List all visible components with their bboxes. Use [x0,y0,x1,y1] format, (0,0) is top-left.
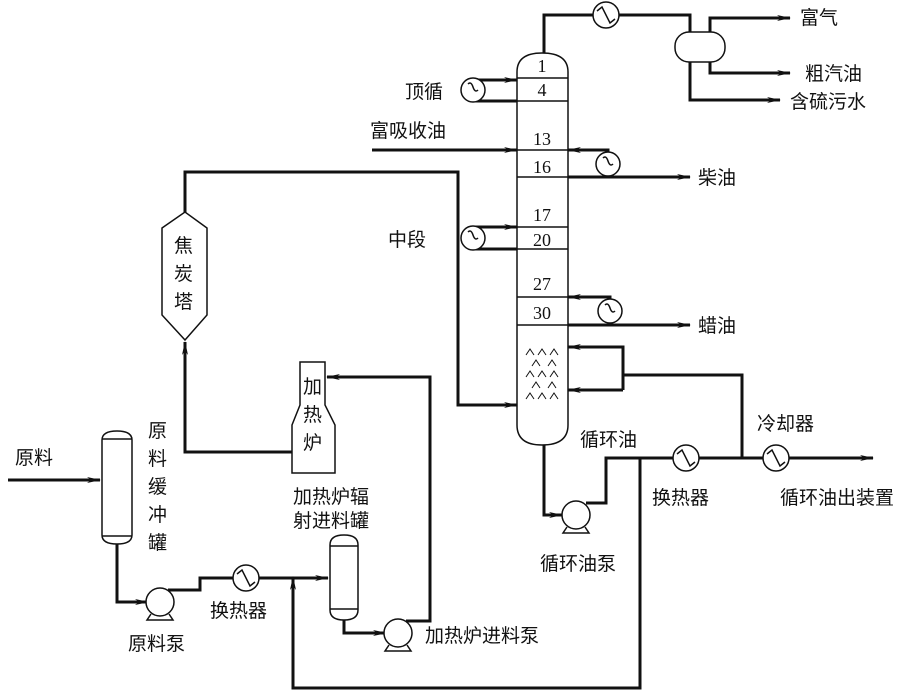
cooler-icon [762,444,790,472]
furnace-label: 加 [303,376,322,398]
feed-buffer-tank-label: 冲 [148,504,167,526]
feed-heat-exchanger-icon [232,564,260,592]
recycle-oil-pump-icon [561,500,591,534]
recycle-oil-label: 循环油 [580,429,637,451]
tray-number: 27 [533,274,551,294]
recycle-oil-out-label: 循环油出装置 [780,487,894,509]
feed-pump-icon [145,587,175,621]
feed-buffer-tank-label: 料 [148,448,167,470]
furnace-feed-pump-label: 加热炉进料泵 [425,625,539,647]
feed-label: 原料 [15,447,53,469]
recycle-heat-exchanger-icon [672,444,700,472]
crude-gasoline-label: 粗汽油 [805,63,862,85]
tray-number: 16 [533,157,551,177]
rich-absorption-oil-label: 富吸收油 [370,120,446,142]
furnace-label: 热 [303,404,322,426]
overhead-condenser-icon [592,1,620,29]
sour-water-label: 含硫污水 [790,91,866,113]
coke-tower-label: 炭 [174,263,193,285]
packing-section [525,348,559,400]
heat-exchanger-label: 换热器 [210,600,267,622]
feed-buffer-tank-label: 原 [148,421,167,442]
tray-number: 30 [533,303,551,323]
wax-oil-exchanger-icon [597,298,623,324]
wax-oil-label: 蜡油 [698,315,736,337]
furnace-feed-pump-icon [383,618,413,652]
coke-tower-label: 焦 [174,235,193,257]
radiant-feed-tank [329,534,359,621]
middle-circulation-exchanger-icon [460,225,486,251]
diesel-exchanger-icon [595,151,621,177]
coke-tower-label: 塔 [174,291,193,313]
diesel-label: 柴油 [698,167,736,189]
tray-number: 4 [538,80,547,100]
tray-number: 17 [533,205,551,225]
furnace-label: 炉 [303,432,322,454]
fractionator-column: 1 4 13 16 17 20 27 30 [516,52,569,446]
feed-pump-label: 原料泵 [128,633,185,655]
feed-buffer-tank-label: 缓 [148,476,167,498]
rich-gas-label: 富气 [800,7,838,29]
coke-tower [161,211,208,342]
tray-number: 20 [533,230,551,250]
heat-exchanger-label: 换热器 [652,487,709,509]
heating-furnace [291,361,336,474]
middle-section-label: 中段 [388,229,426,251]
tray-number: 13 [533,129,551,149]
top-circulation-exchanger-icon [460,77,486,103]
radiant-feed-tank-label: 射进料罐 [293,510,369,532]
cooler-label: 冷却器 [757,413,814,435]
reflux-drum [674,31,726,63]
top-circulation-label: 顶循 [405,81,443,103]
radiant-feed-tank-label: 加热炉辐 [293,486,369,508]
tray-number: 1 [538,56,547,76]
recycle-oil-pump-label: 循环油泵 [540,553,616,575]
feed-buffer-tank-label: 罐 [148,532,167,554]
feed-buffer-tank [101,430,133,545]
